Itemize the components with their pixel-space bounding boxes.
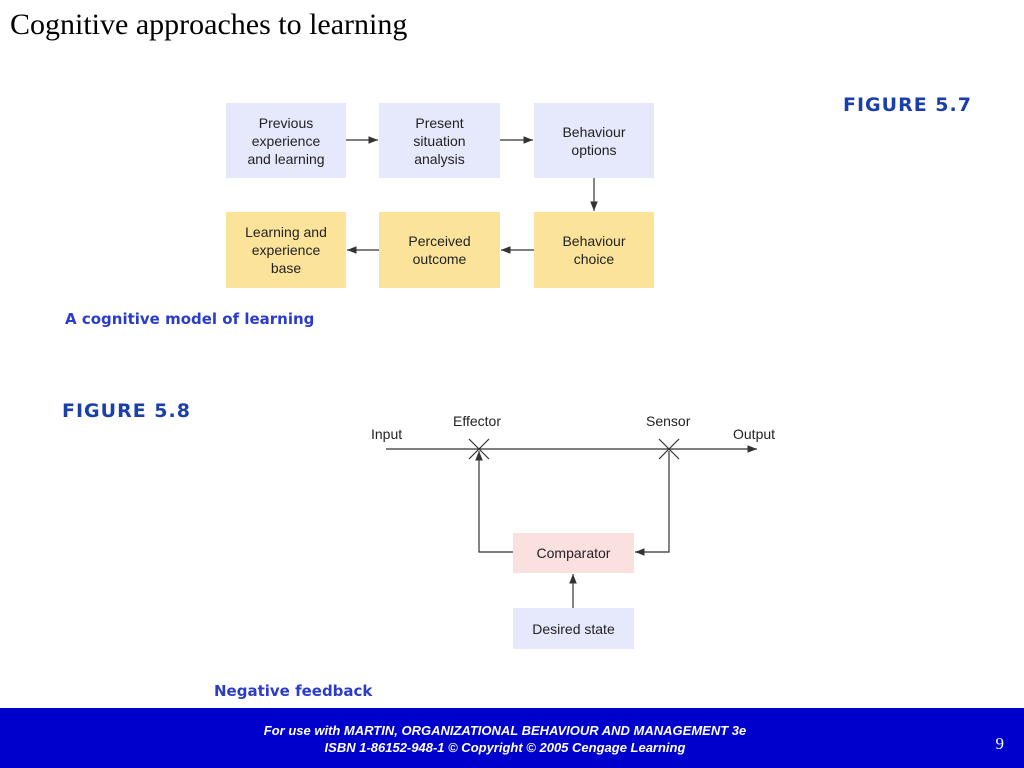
diagram-connectors <box>346 136 757 608</box>
arrow-sensor-to-comparator <box>635 451 670 556</box>
footer-line-2: ISBN 1-86152-948-1 © Copyright © 2005 Ce… <box>324 740 686 755</box>
page-number: 9 <box>995 734 1005 753</box>
output-label: Output <box>733 426 776 442</box>
arrow-comparator-to-effector <box>475 451 513 553</box>
box-perceived-outcome: Perceived outcome <box>379 212 500 288</box>
sensor-cross-b <box>658 438 680 460</box>
box-behaviour-options: Behaviour options <box>534 103 654 178</box>
figure-5-8-label: FIGURE 5.8 <box>62 400 191 422</box>
box-previous-experience: Previous experience and learning <box>226 103 346 178</box>
effector-cross-b <box>468 438 490 460</box>
figure-5-8-caption: Negative feedback <box>214 682 373 700</box>
box-behaviour-choice: Behaviour choice <box>534 212 654 288</box>
slide-title: Cognitive approaches to learning <box>10 8 408 41</box>
footer-bar: For use with MARTIN, ORGANIZATIONAL BEHA… <box>0 708 1024 768</box>
footer-line-1: For use with MARTIN, ORGANIZATIONAL BEHA… <box>263 723 747 738</box>
sensor-label: Sensor <box>646 413 691 429</box>
desired-state-box: Desired state <box>513 608 634 649</box>
comparator-box: Comparator <box>513 533 634 573</box>
figure-5-7-label: FIGURE 5.7 <box>843 94 972 116</box>
figure-5-7-caption: A cognitive model of learning <box>65 310 315 328</box>
box-learning-base: Learning and experience base <box>226 212 346 288</box>
box-present-situation: Present situation analysis <box>379 103 500 178</box>
effector-label: Effector <box>453 413 501 429</box>
input-label: Input <box>371 426 403 442</box>
